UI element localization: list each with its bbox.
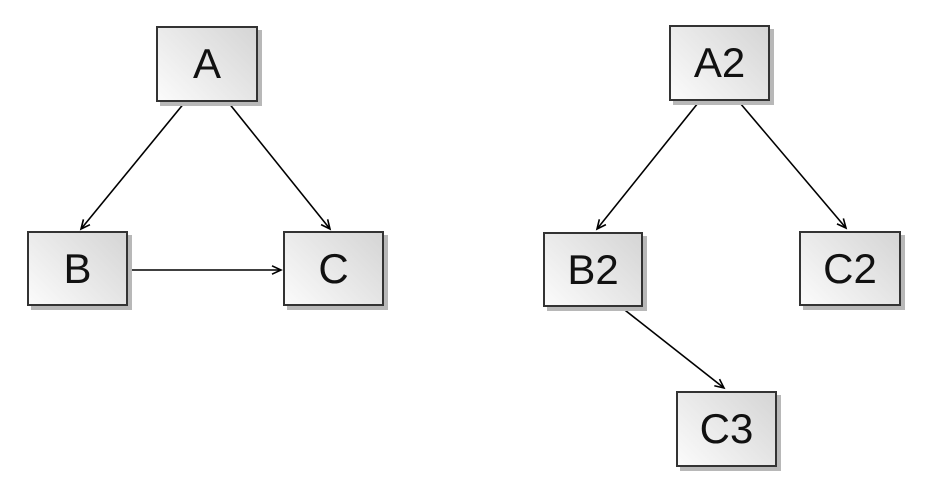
node-B2[interactable]: B2 (543, 232, 643, 307)
node-label: C3 (699, 405, 754, 452)
edge-A-to-B (79, 101, 186, 231)
edge-A2-to-C2 (739, 102, 848, 230)
node-C[interactable]: C (283, 231, 384, 306)
node-C3[interactable]: C3 (676, 391, 777, 467)
node-label: C (318, 244, 349, 292)
edges-group (79, 101, 848, 390)
edge-A2-to-B2 (595, 102, 699, 231)
node-label: A (192, 40, 221, 87)
node-label: A2 (693, 39, 746, 86)
node-A[interactable]: A (156, 26, 258, 102)
node-label: B2 (567, 245, 619, 293)
node-label: C2 (823, 244, 877, 292)
edge-B2-to-C3 (620, 306, 726, 390)
edge-A-to-C (227, 101, 332, 231)
node-label: B (63, 244, 92, 292)
node-A2[interactable]: A2 (669, 25, 770, 101)
node-C2[interactable]: C2 (799, 231, 901, 306)
node-B[interactable]: B (27, 231, 128, 306)
